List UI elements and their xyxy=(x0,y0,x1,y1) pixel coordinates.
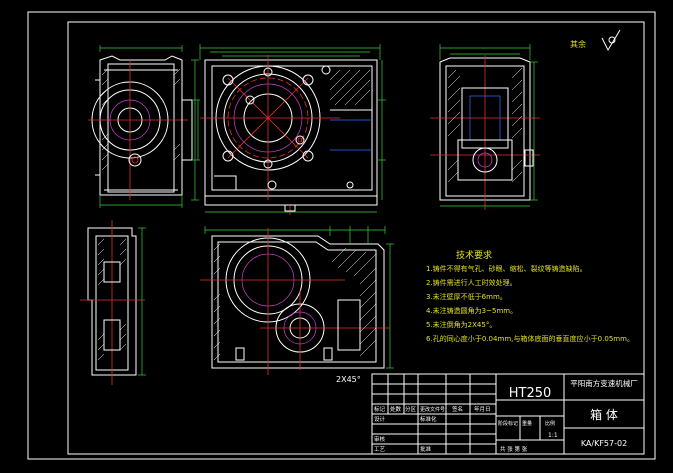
view-section-front: 2X45° xyxy=(200,226,394,384)
drawing-number: KA/KF57-02 xyxy=(581,439,627,448)
tb-row-audit: 审核 xyxy=(374,435,386,443)
scale-value: 1:1 xyxy=(548,432,558,439)
tech-item: 4.未注铸造圆角为3~5mm。 xyxy=(426,306,517,315)
tb-row-craft: 工艺 xyxy=(374,446,386,453)
material-label: HT250 xyxy=(509,386,552,401)
tech-item: 1.铸件不得有气孔、砂眼、缩松、裂纹等铸造缺陷。 xyxy=(426,264,587,273)
tb-header: 签名 xyxy=(452,405,463,413)
scale-label: 比例 xyxy=(545,420,555,427)
view-section-side xyxy=(80,220,146,385)
weight-label: 重量 xyxy=(522,420,532,427)
tb-row-approve: 批准 xyxy=(420,445,432,453)
sheets-label: 共 张 第 张 xyxy=(500,445,528,453)
tb-header: 处数 xyxy=(390,405,402,413)
view-front xyxy=(191,44,386,215)
roughness-note: 其余 xyxy=(570,29,621,52)
tb-header: 分区 xyxy=(405,405,417,413)
tb-header: 更改文件号 xyxy=(420,406,445,413)
technical-requirements: 技术要求 1.铸件不得有气孔、砂眼、缩松、裂纹等铸造缺陷。 2.铸件需进行人工时… xyxy=(426,249,634,343)
inner-border xyxy=(67,21,645,455)
tech-title: 技术要求 xyxy=(456,249,492,261)
roughness-symbol-icon xyxy=(601,29,621,52)
chamfer-label: 2X45° xyxy=(336,375,361,384)
tech-item: 6.孔的同心度小于0.04mm,与箱体底面的垂直度应小于0.05mm。 xyxy=(426,334,634,343)
title-block: 标记 处数 分区 更改文件号 签名 年月日 设计 标准化 审核 工艺 批准 HT… xyxy=(371,373,645,455)
tb-header: 年月日 xyxy=(474,405,491,413)
tech-item: 5.未注倒角为2X45°。 xyxy=(426,320,496,329)
outer-border xyxy=(27,11,656,460)
roughness-note-text: 其余 xyxy=(570,39,586,49)
tb-header: 标记 xyxy=(374,405,386,413)
tech-item: 3.未注壁厚不低于6mm。 xyxy=(426,292,507,301)
tech-item: 2.铸件需进行人工时效处理。 xyxy=(426,278,517,287)
tb-row-design: 设计 xyxy=(374,415,386,423)
stage-label: 阶段标记 xyxy=(498,420,518,427)
view-right-side xyxy=(430,44,540,210)
company-name: 平阳南方变速机械厂 xyxy=(570,378,638,388)
view-left-side xyxy=(88,45,200,208)
part-name: 箱 体 xyxy=(590,407,618,422)
tb-row-standard: 标准化 xyxy=(420,415,437,423)
